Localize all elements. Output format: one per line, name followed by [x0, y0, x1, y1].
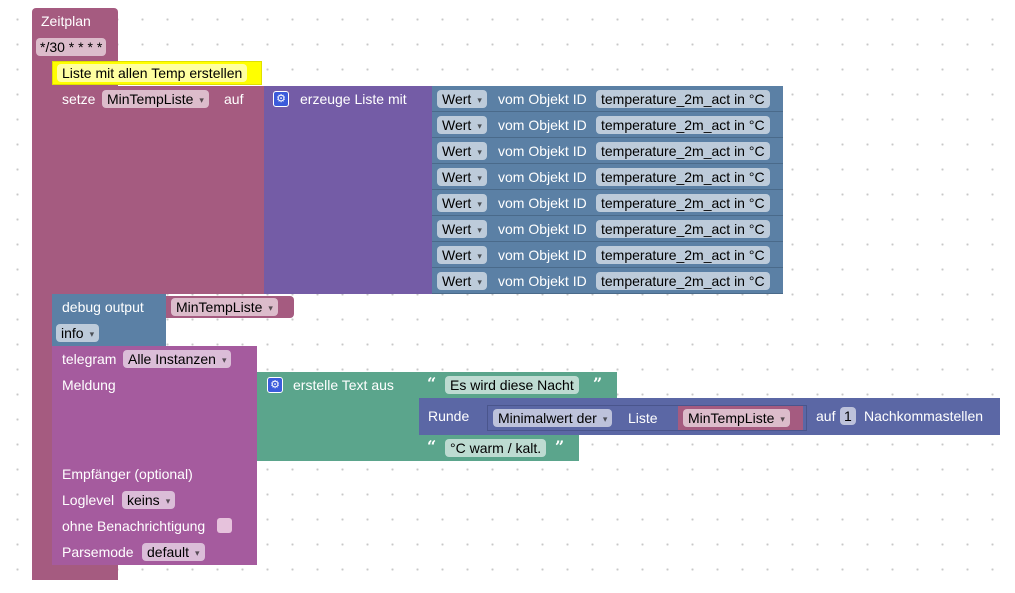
from-object-label: vom Objekt ID — [498, 195, 587, 211]
attribute-dropdown[interactable]: Wert — [437, 272, 487, 290]
text-block-2[interactable]: “ °C warm / kalt. ” — [419, 435, 579, 461]
gear-icon[interactable]: ⚙ — [273, 91, 289, 107]
object-id-field[interactable]: temperature_2m_act in °C — [596, 116, 770, 134]
from-object-label: vom Objekt ID — [498, 247, 587, 263]
get-value-block[interactable]: Wert vom Objekt ID temperature_2m_act in °… — [432, 138, 783, 164]
set-label: setze — [62, 91, 96, 107]
attribute-dropdown[interactable]: Wert — [437, 246, 487, 264]
attribute-dropdown[interactable]: Wert — [437, 116, 487, 134]
get-value-block[interactable]: Wert vom Objekt ID temperature_2m_act in °… — [432, 164, 783, 190]
create-list-label: erzeuge Liste mit — [300, 91, 407, 107]
instance-dropdown[interactable]: Alle Instanzen — [123, 350, 232, 368]
round-label: Runde — [428, 408, 470, 424]
from-object-label: vom Objekt ID — [498, 117, 587, 133]
to-label: auf — [224, 91, 244, 107]
set-variable-block[interactable]: setze MinTempListe auf — [52, 86, 264, 294]
list-function-dropdown[interactable]: Minimalwert der — [493, 409, 613, 427]
schedule-title: Zeitplan — [41, 13, 91, 29]
loglevel-label: Loglevel — [62, 492, 115, 508]
round-to-label: auf — [816, 408, 836, 424]
object-id-field[interactable]: temperature_2m_act in °C — [596, 220, 770, 238]
from-object-label: vom Objekt ID — [498, 143, 587, 159]
text-join-label: erstelle Text aus — [293, 377, 394, 393]
attribute-dropdown[interactable]: Wert — [437, 168, 487, 186]
parsemode-label: Parsemode — [62, 544, 134, 560]
min-list-variable-dropdown[interactable]: MinTempListe — [683, 409, 790, 427]
attribute-dropdown[interactable]: Wert — [437, 220, 487, 238]
message-label: Meldung — [62, 377, 116, 393]
object-id-field[interactable]: temperature_2m_act in °C — [596, 142, 770, 160]
object-id-field[interactable]: temperature_2m_act in °C — [596, 246, 770, 264]
create-list-block[interactable]: ⚙ erzeuge Liste mit — [264, 86, 432, 294]
text-join-block[interactable]: ⚙ erstelle Text aus — [257, 372, 419, 461]
debug-block[interactable]: debug output info — [52, 294, 166, 346]
digits-field[interactable]: 1 — [840, 407, 856, 425]
min-list-variable-block[interactable]: MinTempListe — [678, 406, 803, 430]
loglevel-dropdown[interactable]: keins — [122, 491, 176, 509]
debug-level-dropdown[interactable]: info — [56, 324, 100, 342]
parsemode-dropdown[interactable]: default — [142, 543, 205, 561]
get-value-block[interactable]: Wert vom Objekt ID temperature_2m_act in °… — [432, 86, 783, 112]
text-field-1[interactable]: Es wird diese Nacht — [445, 376, 579, 394]
list-label: Liste — [628, 410, 658, 426]
variable-dropdown[interactable]: MinTempListe — [102, 90, 209, 108]
schedule-bottom — [32, 568, 118, 580]
schedule-statement-arm — [32, 56, 52, 570]
get-value-block[interactable]: Wert vom Objekt ID temperature_2m_act in °… — [432, 112, 783, 138]
from-object-label: vom Objekt ID — [498, 273, 587, 289]
close-quote-icon: ” — [555, 437, 565, 456]
open-quote-icon: “ — [427, 374, 437, 393]
close-quote-icon: ” — [593, 374, 603, 393]
object-id-field[interactable]: temperature_2m_act in °C — [596, 194, 770, 212]
text-field-2[interactable]: °C warm / kalt. — [445, 439, 547, 457]
silent-label: ohne Benachrichtigung — [62, 518, 206, 534]
attribute-dropdown[interactable]: Wert — [437, 90, 487, 108]
object-id-field[interactable]: temperature_2m_act in °C — [596, 90, 770, 108]
attribute-dropdown[interactable]: Wert — [437, 194, 487, 212]
get-value-block[interactable]: Wert vom Objekt ID temperature_2m_act in °… — [432, 242, 783, 268]
object-id-field[interactable]: temperature_2m_act in °C — [596, 168, 770, 186]
telegram-label: telegram — [62, 351, 117, 367]
attribute-dropdown[interactable]: Wert — [437, 142, 487, 160]
from-object-label: vom Objekt ID — [498, 169, 587, 185]
open-quote-icon: “ — [427, 437, 437, 456]
get-value-block[interactable]: Wert vom Objekt ID temperature_2m_act in °… — [432, 216, 783, 242]
silent-checkbox[interactable] — [217, 518, 232, 533]
from-object-label: vom Objekt ID — [498, 221, 587, 237]
get-value-block[interactable]: Wert vom Objekt ID temperature_2m_act in °… — [432, 190, 783, 216]
gear-icon[interactable]: ⚙ — [267, 377, 283, 393]
comment-bubble[interactable]: Liste mit allen Temp erstellen — [52, 61, 262, 85]
cron-field[interactable]: */30 * * * * — [36, 38, 107, 56]
telegram-block[interactable]: telegram Alle Instanzen Meldung Empfänge… — [52, 346, 257, 565]
round-suffix: Nachkommastellen — [864, 408, 984, 424]
comment-text[interactable]: Liste mit allen Temp erstellen — [57, 64, 248, 82]
object-id-field[interactable]: temperature_2m_act in °C — [596, 272, 770, 290]
get-value-block[interactable]: Wert vom Objekt ID temperature_2m_act in °… — [432, 268, 783, 294]
debug-label: debug output — [62, 299, 144, 315]
from-object-label: vom Objekt ID — [498, 91, 587, 107]
debug-variable-dropdown[interactable]: MinTempListe — [171, 298, 278, 316]
recipient-label: Empfänger (optional) — [62, 466, 193, 482]
text-block-1[interactable]: “ Es wird diese Nacht ” — [419, 372, 617, 398]
debug-variable-block[interactable]: MinTempListe — [166, 296, 294, 318]
